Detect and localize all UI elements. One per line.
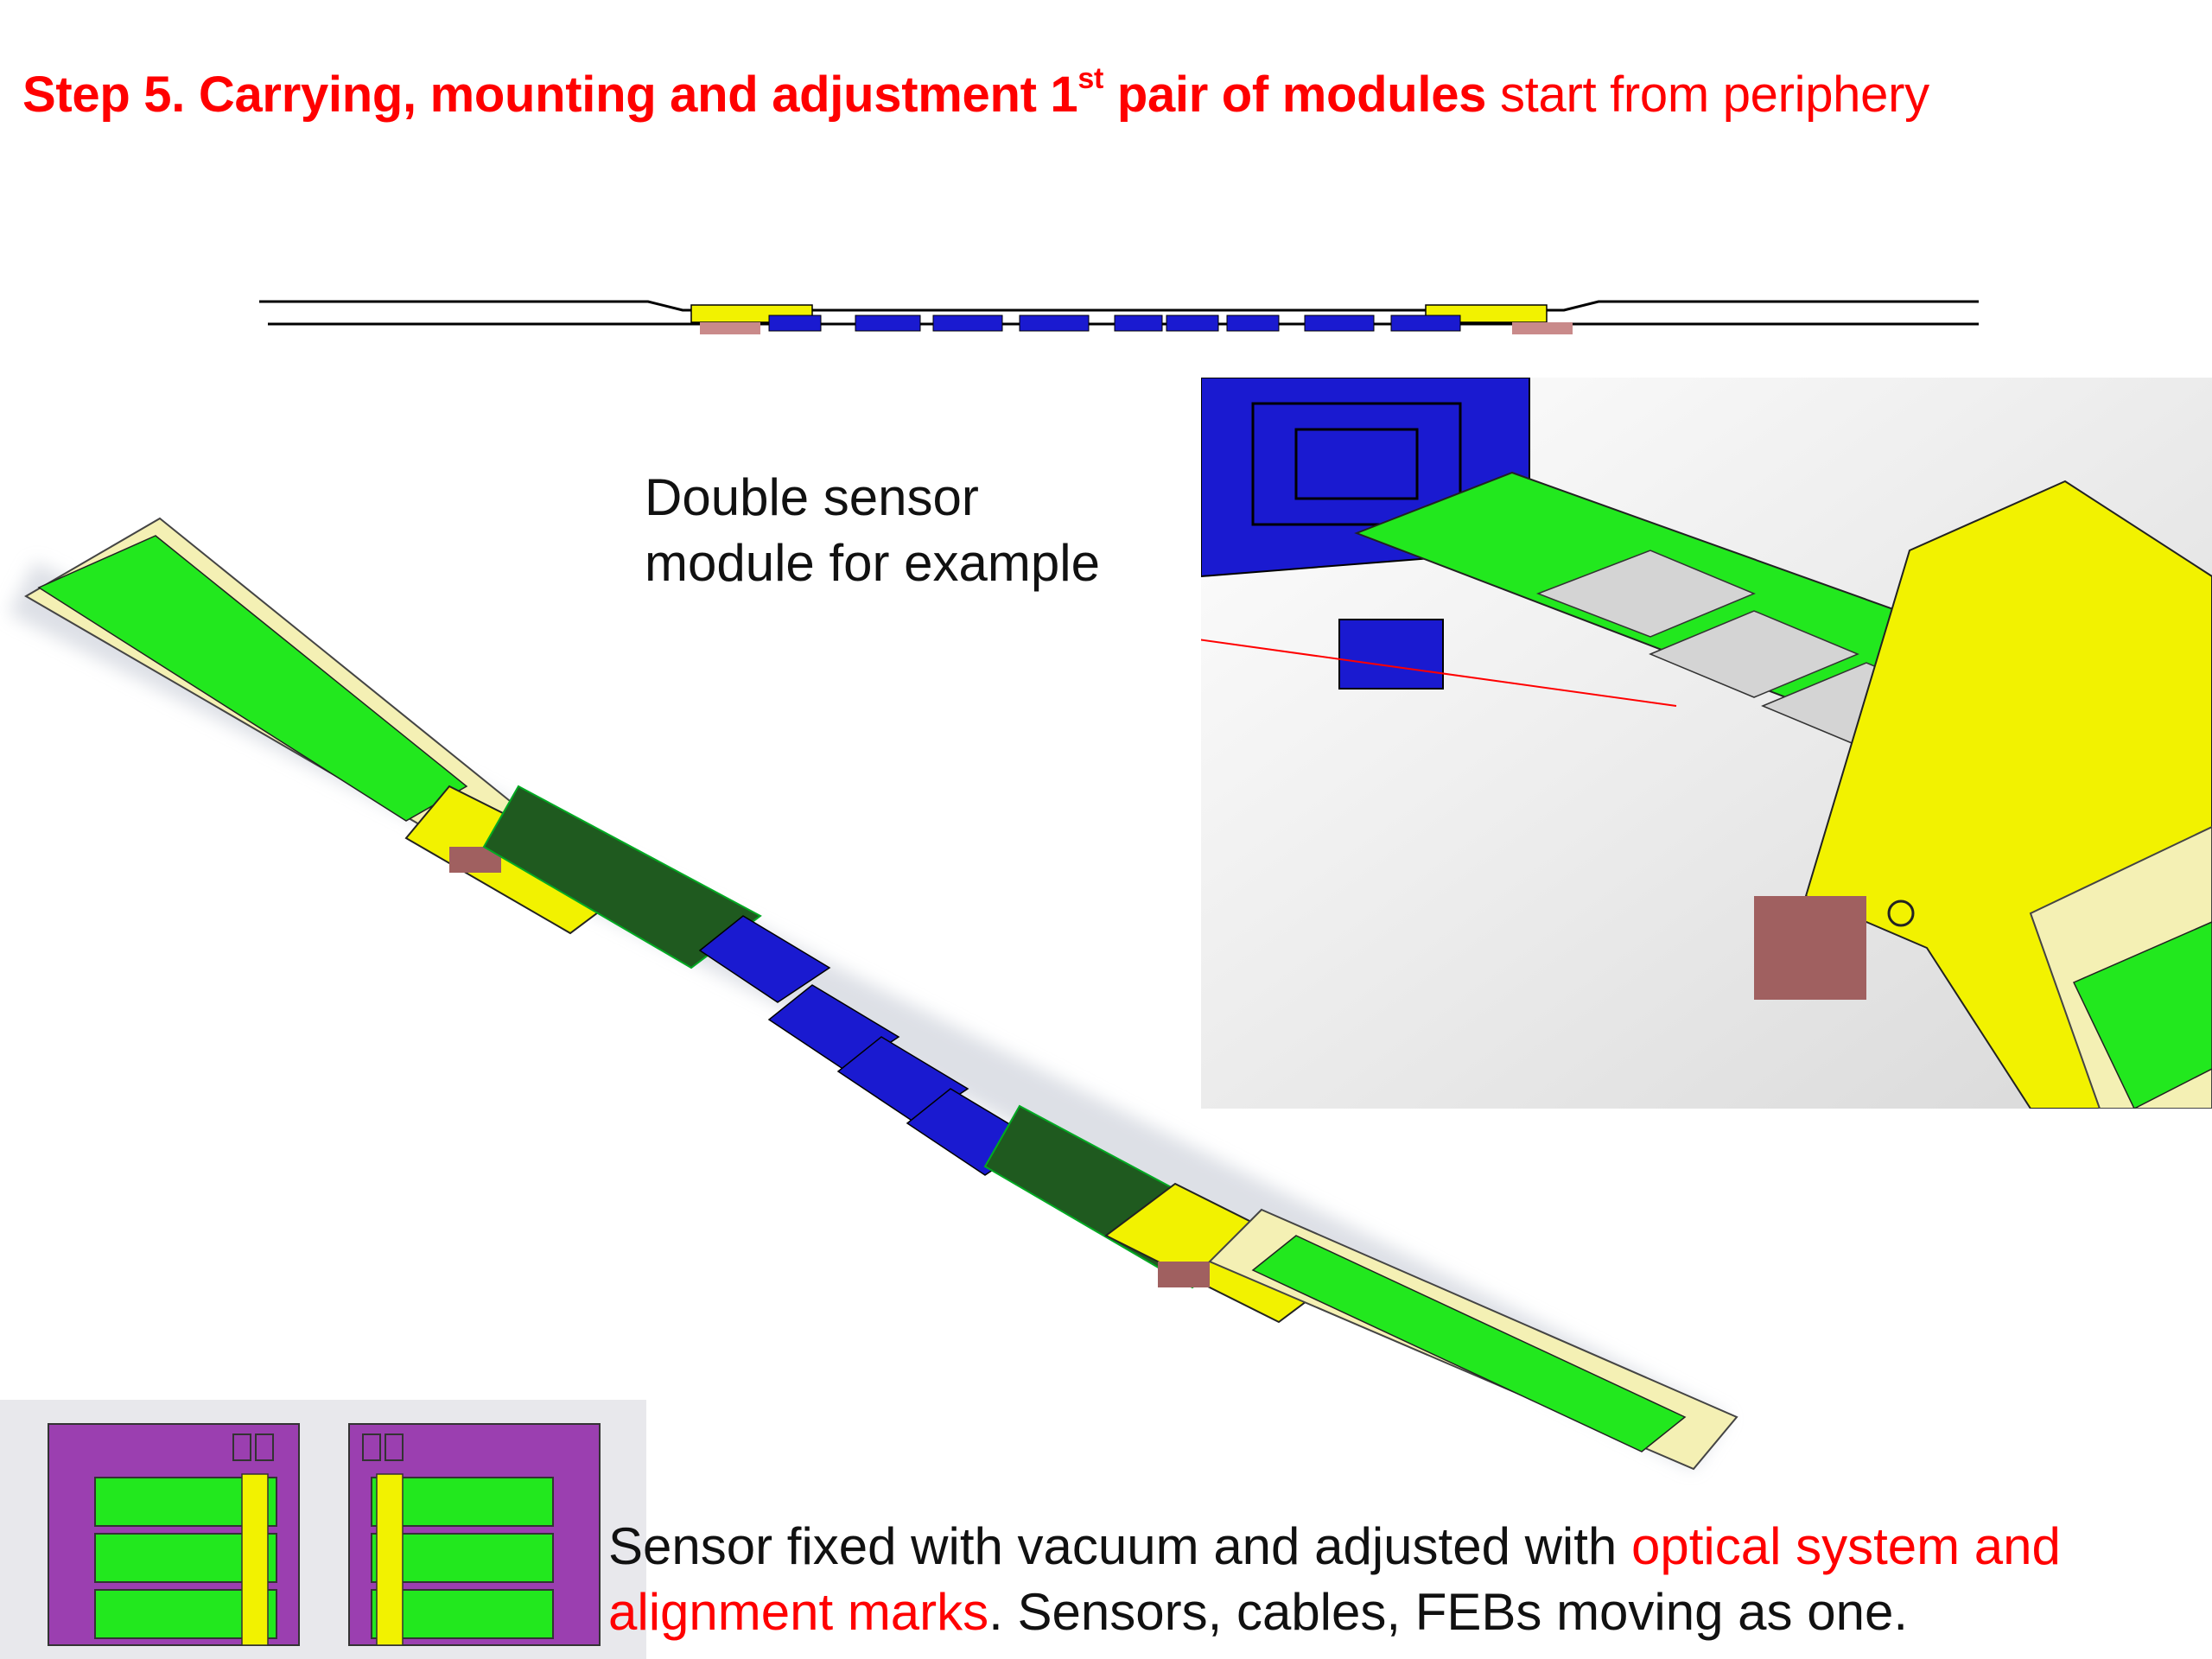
- callout-line-2: module for example: [645, 534, 1100, 592]
- title-regular: start from periphery: [1486, 67, 1929, 123]
- footer-text-2: . Sensors, cables, FEBs moving as one.: [988, 1583, 1908, 1641]
- carrier-jig-drawings: [0, 1400, 646, 1659]
- footer-highlight-1: optical system and: [1630, 1517, 2061, 1575]
- side-view-drawing: [259, 300, 1979, 334]
- zoomed-module-drawing: [1201, 378, 2212, 1109]
- callout-label: Double sensor module for example: [645, 465, 1100, 596]
- footer-text-1: Sensor fixed with vacuum and adjusted wi…: [608, 1517, 1631, 1575]
- isometric-ladder-drawing: [9, 517, 1738, 1471]
- jig-right: [348, 1423, 601, 1646]
- footer-highlight-2: alignment marks: [608, 1583, 989, 1641]
- title-superscript: st: [1077, 62, 1103, 95]
- title-bold-2: pair of modules: [1103, 67, 1487, 123]
- jig-left: [48, 1423, 300, 1646]
- footer-text: Sensor fixed with vacuum and adjusted wi…: [608, 1514, 2061, 1645]
- title-bold-1: Step 5. Carrying, mounting and adjustmen…: [22, 67, 1078, 123]
- slide-title: Step 5. Carrying, mounting and adjustmen…: [22, 62, 1929, 124]
- callout-line-1: Double sensor: [645, 468, 979, 526]
